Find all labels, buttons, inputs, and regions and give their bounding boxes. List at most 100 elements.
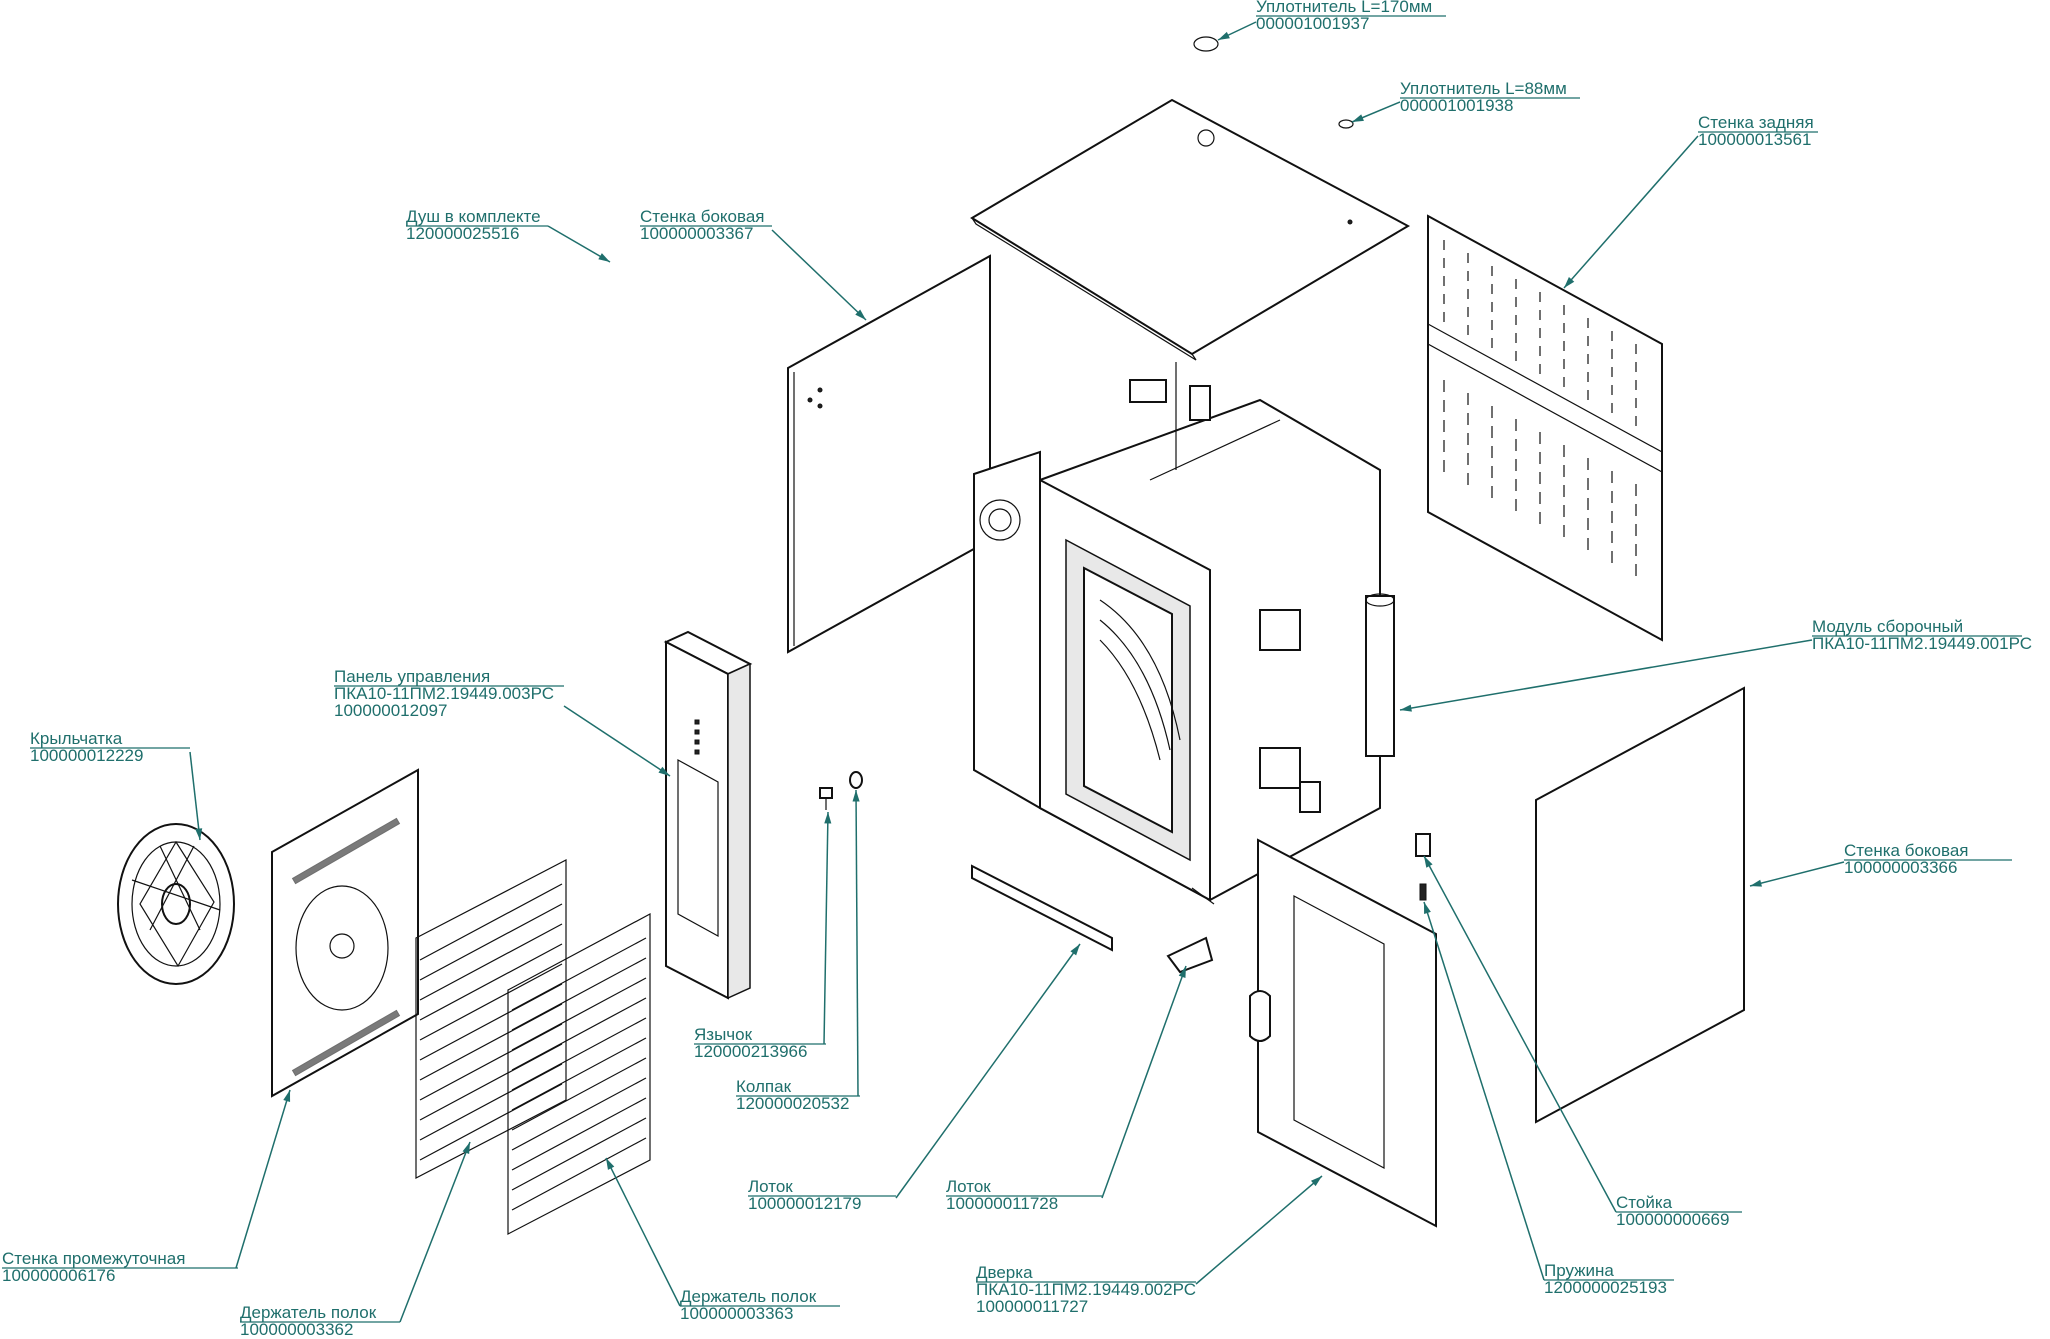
callout-text: 100000003367 [640,224,753,243]
leader-line [1101,965,1187,1199]
callout-text: ПКА10-11ПМ2.19449.002РС [976,1280,1196,1299]
intermediate-wall-part [271,768,419,1098]
callout-text: 100000012097 [334,701,447,720]
leader-arrow [658,766,670,776]
rack-part [1415,833,1431,857]
seal-88-part [1338,119,1354,129]
door-part [1249,838,1437,1228]
callout-text: Колпак [736,1077,792,1096]
leader-arrow [824,812,832,824]
side-wall-right-part [1535,686,1745,1124]
callout-text: Лоток [748,1177,793,1196]
leader-line [823,811,829,1045]
leader-arrow [1400,704,1412,712]
callout-text: 120000020532 [736,1094,849,1113]
callout-text: 000001001938 [1400,96,1513,115]
back-wall-part [1427,214,1663,642]
callout-text: 1200000025193 [1544,1278,1667,1297]
shelf-bar [419,1063,563,1141]
tongue-part [819,787,833,810]
shelf-bar [419,883,563,961]
callout-text: 100000006176 [2,1266,115,1285]
leader-arrow [1352,114,1364,122]
tray-1-part [971,864,1113,952]
leader-line [895,943,1081,1199]
shelf-bar [419,1023,563,1101]
leader-arrow [1178,966,1186,978]
seal-170-part [1193,36,1219,52]
leader-arrow [1424,902,1431,914]
leader-arrow [1070,944,1080,956]
shelf-bar [511,1117,647,1191]
shelf-bar [419,923,563,1001]
leader-line [563,705,671,777]
leader-arrow [1310,1176,1322,1187]
shelf-bar [511,1097,647,1171]
callout-text: 100000000669 [1616,1210,1729,1229]
callout-text: Держатель полок [680,1287,817,1306]
assembly-module-part [973,362,1395,905]
shelf-bar [419,1043,563,1121]
impeller-part [117,823,235,985]
callout-text: 100000013561 [1698,130,1811,149]
callout-text: Уплотнитель L=170мм [1256,0,1432,16]
callout-text: 100000012179 [748,1194,861,1213]
shelf-bar [511,1137,647,1211]
leader-arrow [598,253,610,262]
cap-part [849,771,863,789]
spring-part [1419,883,1427,901]
callout-text: 100000003362 [240,1320,353,1339]
leader-arrow [1564,277,1575,288]
callout-text: Лоток [946,1177,991,1196]
callout-text: Стойка [1616,1193,1673,1212]
leader-line [1749,861,1845,887]
callout-text: ПКА10-11ПМ2.19449.003РС [334,684,554,703]
callout-text: Душ в комплекте [406,207,541,226]
leader-line [1563,135,1699,289]
shelf-bar [511,1057,647,1131]
callout-text: Пружина [1544,1261,1614,1280]
leader-arrow [462,1142,470,1154]
leader-arrow [1218,31,1230,40]
shelf-bar [419,963,563,1041]
callout-text: Язычок [694,1025,753,1044]
callout-control-panel: Панель управленияПКА10-11ПМ2.19449.003РС… [334,667,671,777]
callout-text: Дверка [976,1263,1033,1282]
leader-arrow [1424,856,1433,868]
shelf-holder-2-part [507,912,651,1235]
top-panel-part [970,98,1411,361]
shelf-bar [511,977,647,1051]
shelf-bar [419,943,563,1021]
leader-line [547,225,611,263]
callout-text: Модуль сборочный [1812,617,1963,636]
leader-line [1195,1175,1323,1285]
tray-2-part [1166,936,1214,974]
shelf-bar [419,983,563,1061]
side-wall-left-part [787,254,991,654]
callout-text: 100000012229 [30,746,143,765]
callout-text: ПКА10-11ПМ2.19449.001РС [1812,634,2032,653]
callout-text: 100000011728 [946,1194,1058,1213]
shelf-bar [511,1037,647,1111]
leader-arrow [855,309,866,320]
leader-line [1423,855,1617,1213]
leader-line [189,751,201,841]
callout-text: Крыльчатка [30,729,123,748]
